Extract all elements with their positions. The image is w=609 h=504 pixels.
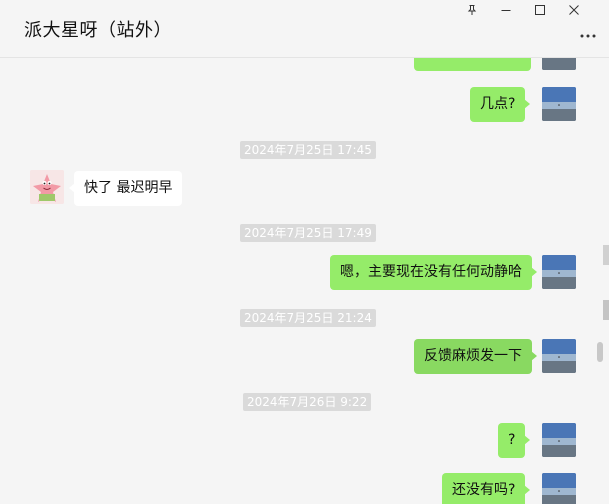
maximize-icon	[535, 5, 545, 15]
avatar-landscape-icon	[542, 473, 576, 504]
close-icon	[569, 5, 579, 15]
window-edge	[603, 300, 609, 320]
contact-avatar[interactable]	[30, 170, 64, 204]
avatar-landscape-icon	[542, 58, 576, 70]
message-bubble-outgoing[interactable]: 还没有吗?	[442, 473, 531, 504]
minimize-icon	[501, 10, 511, 11]
close-button[interactable]	[557, 0, 591, 20]
timestamp: 2024年7月26日 9:22	[243, 393, 372, 411]
my-avatar[interactable]	[542, 255, 576, 289]
avatar-landscape-icon	[542, 87, 576, 121]
avatar-landscape-icon	[542, 423, 576, 457]
timestamp: 2024年7月25日 21:24	[240, 309, 376, 327]
maximize-button[interactable]	[523, 0, 557, 20]
avatar-landscape-icon	[542, 339, 576, 373]
minimize-button[interactable]	[489, 0, 523, 20]
timestamp: 2024年7月25日 17:49	[240, 224, 376, 242]
pin-icon	[467, 5, 477, 15]
title-bar: 派大星呀（站外）	[0, 0, 609, 58]
message-bubble-outgoing[interactable]: 嗯，主要现在没有任何动静哈	[330, 255, 537, 290]
pin-button[interactable]	[455, 0, 489, 20]
avatar-landscape-icon	[542, 255, 576, 289]
message-bubble-outgoing[interactable]: 几点?	[470, 87, 531, 122]
window-edge	[603, 245, 609, 265]
more-button[interactable]	[577, 26, 599, 46]
my-avatar[interactable]	[542, 87, 576, 121]
message-bubble-outgoing[interactable]: ?	[498, 423, 531, 458]
chat-title: 派大星呀（站外）	[24, 20, 172, 41]
message-list[interactable]: 几点? 2024年7月25日 17:45 快了	[0, 58, 597, 504]
my-avatar[interactable]	[542, 339, 576, 373]
message-bubble-clipped[interactable]	[414, 58, 531, 71]
patrick-star-icon	[30, 170, 64, 204]
my-avatar[interactable]	[542, 473, 576, 504]
message-bubble-incoming[interactable]: 快了 最迟明早	[68, 171, 183, 206]
more-icon	[580, 34, 596, 38]
message-bubble-outgoing[interactable]: 反馈麻烦发一下	[414, 339, 537, 374]
window-controls	[455, 0, 591, 20]
scrollbar-thumb[interactable]	[597, 342, 603, 362]
my-avatar[interactable]	[542, 58, 576, 70]
my-avatar[interactable]	[542, 423, 576, 457]
timestamp: 2024年7月25日 17:45	[240, 141, 376, 159]
